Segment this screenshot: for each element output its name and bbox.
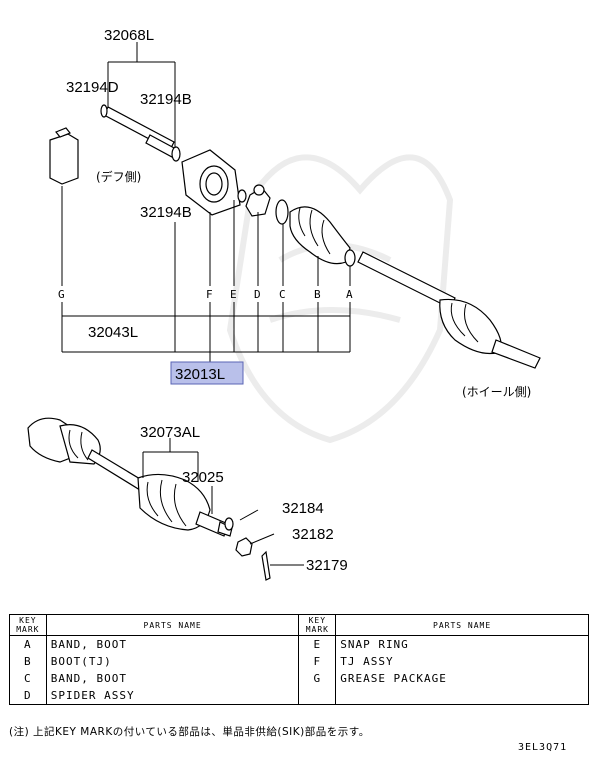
label-32043L: 32043L bbox=[88, 324, 138, 341]
key-cell bbox=[298, 687, 337, 705]
label-32179: 32179 bbox=[306, 557, 348, 574]
nut-32182 bbox=[235, 537, 253, 557]
assembled-driveshaft bbox=[27, 417, 233, 537]
snap-ring-32194B bbox=[171, 146, 181, 162]
cotter-pin-32179 bbox=[261, 550, 271, 581]
label-wheel-side: (ホイール側) bbox=[462, 385, 531, 399]
key-letter-b: B bbox=[314, 288, 321, 301]
key-cell: F bbox=[298, 653, 337, 670]
outer-shaft bbox=[357, 251, 541, 369]
table-header-row: KEY MARK PARTS NAME KEY MARK PARTS NAME bbox=[9, 614, 589, 636]
spider-assy bbox=[245, 184, 271, 217]
label-diff-side: (デフ側) bbox=[96, 169, 141, 184]
tj-boot bbox=[289, 206, 351, 265]
leader-lines-upper bbox=[61, 42, 351, 362]
name-cell: SPIDER ASSY bbox=[45, 687, 300, 705]
label-32184: 32184 bbox=[282, 500, 324, 517]
table-row: A BAND, BOOT E SNAP RING bbox=[9, 635, 589, 653]
header-key-mark: KEY MARK bbox=[9, 614, 47, 636]
parts-diagram: 32068L 32194D 32194B 32194B (デフ側) 32043L… bbox=[27, 27, 541, 581]
key-letter-e: E bbox=[230, 288, 237, 301]
table-row: C BAND, BOOT G GREASE PACKAGE bbox=[9, 670, 589, 687]
name-cell bbox=[335, 687, 589, 705]
diagram-code: 3EL3Q71 bbox=[518, 742, 568, 753]
label-32068L: 32068L bbox=[104, 27, 154, 44]
key-cell: E bbox=[298, 635, 337, 653]
leader-lines-lower bbox=[142, 438, 304, 566]
label-32194D: 32194D bbox=[66, 79, 119, 96]
tj-housing bbox=[181, 149, 241, 216]
parts-key-table: KEY MARK PARTS NAME KEY MARK PARTS NAME … bbox=[9, 614, 589, 705]
footnote: (注) 上記KEY MARKの付いている部品は、単品非供給(SIK)部品を示す。 bbox=[9, 726, 370, 738]
name-cell: BAND, BOOT bbox=[45, 635, 300, 653]
key-letter-c: C bbox=[279, 288, 286, 301]
key-cell: A bbox=[9, 635, 47, 653]
highlight-32013L[interactable]: 32013L bbox=[170, 361, 244, 385]
label-32182: 32182 bbox=[292, 526, 334, 543]
boot-band-c bbox=[275, 199, 289, 225]
name-cell: GREASE PACKAGE bbox=[335, 670, 589, 687]
washer-32184 bbox=[224, 517, 234, 531]
key-cell: G bbox=[298, 670, 337, 687]
header-key-mark-2: KEY MARK bbox=[298, 614, 337, 636]
header-parts-name: PARTS NAME bbox=[45, 614, 300, 636]
grease-package bbox=[49, 127, 79, 185]
name-cell: SNAP RING bbox=[335, 635, 589, 653]
snap-ring-e bbox=[237, 189, 247, 203]
inner-shaft bbox=[100, 104, 177, 158]
label-32194B-top: 32194B bbox=[140, 91, 192, 108]
key-letter-f: F bbox=[206, 288, 213, 301]
key-cell: D bbox=[9, 687, 47, 705]
key-cell: B bbox=[9, 653, 47, 670]
key-letter-g: G bbox=[58, 288, 65, 301]
key-letter-a: A bbox=[346, 288, 353, 301]
label-32013L[interactable]: 32013L bbox=[175, 366, 225, 383]
header-parts-name-2: PARTS NAME bbox=[335, 614, 589, 636]
key-letter-d: D bbox=[254, 288, 261, 301]
table-row: D SPIDER ASSY bbox=[9, 687, 589, 705]
label-32025: 32025 bbox=[182, 469, 224, 486]
key-letters: G F E D C B A bbox=[58, 288, 353, 301]
label-32073AL: 32073AL bbox=[140, 424, 200, 441]
name-cell: BAND, BOOT bbox=[45, 670, 300, 687]
name-cell: TJ ASSY bbox=[335, 653, 589, 670]
name-cell: BOOT(TJ) bbox=[45, 653, 300, 670]
label-32194B-mid: 32194B bbox=[140, 204, 192, 221]
boot-band-a bbox=[344, 249, 356, 267]
table-row: B BOOT(TJ) F TJ ASSY bbox=[9, 653, 589, 670]
key-cell: C bbox=[9, 670, 47, 687]
